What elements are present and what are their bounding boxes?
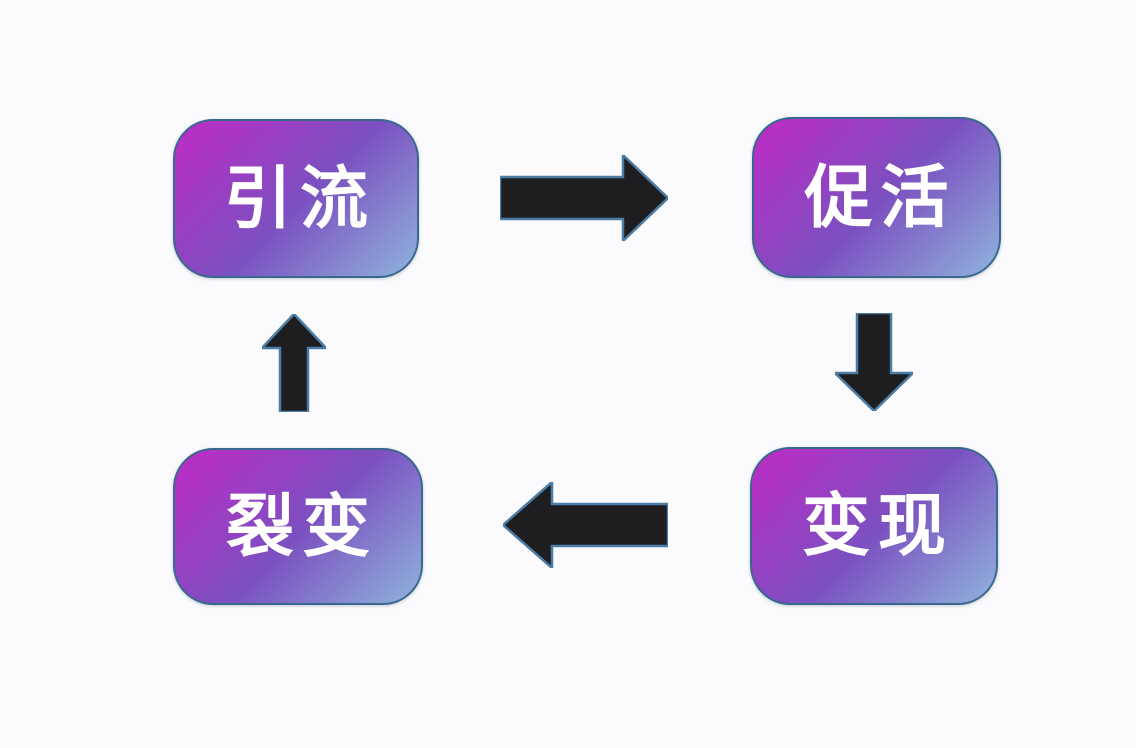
flow-node-top-left: 引流 — [173, 119, 419, 278]
flow-node-bottom-left: 裂变 — [173, 448, 423, 605]
flow-node-label: 裂变 — [225, 488, 378, 565]
flow-node-label: 引流 — [223, 160, 376, 237]
block-arrow-right-icon — [500, 155, 668, 241]
block-arrow-up-icon — [262, 314, 326, 412]
flow-node-label: 变现 — [801, 488, 954, 564]
flow-node-bottom-right: 变现 — [750, 447, 998, 605]
block-arrow-down-icon — [835, 313, 913, 411]
flow-node-label: 促活 — [804, 159, 957, 236]
flow-node-top-right: 促活 — [752, 117, 1001, 278]
block-arrow-left-icon — [503, 482, 668, 568]
